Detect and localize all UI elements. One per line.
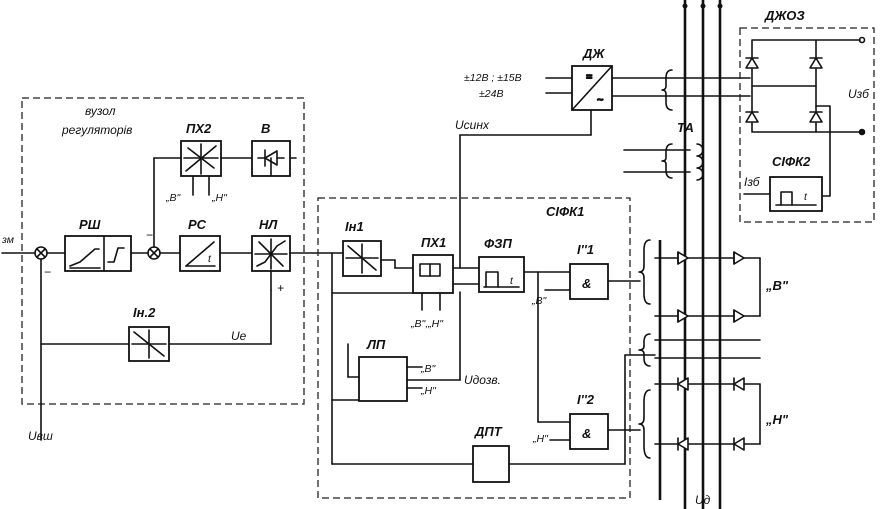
power-supply-label-1: ±12В ; ±15В — [464, 72, 522, 84]
dpt-block — [472, 445, 510, 483]
minus-sign-1: − — [44, 265, 51, 279]
nl-symbol — [254, 238, 288, 270]
i1-v-input: „В" — [531, 295, 548, 307]
px1-vn-inputs: „В",„Н" — [410, 318, 444, 330]
plus-sign: + — [277, 281, 284, 295]
summing-junction-1 — [34, 246, 48, 260]
power-supply-label-2: ±24В — [479, 88, 503, 100]
usync-label: Uсинх — [455, 118, 490, 132]
izb-label: Iзб — [744, 175, 761, 189]
i2-label: I''2 — [577, 392, 595, 407]
dzhoz-label: ДЖОЗ — [764, 8, 805, 23]
rs-symbol — [185, 241, 215, 267]
px1-block — [412, 254, 454, 294]
v-label: В — [261, 121, 270, 136]
px2-v-input: „В" — [165, 192, 182, 204]
uzb-label: Uзб — [848, 87, 870, 101]
summing-junction-2 — [147, 246, 161, 260]
svg-text:t: t — [208, 253, 212, 265]
field-rectifier-bridge — [745, 36, 866, 197]
bridge-n-label: „Н" — [765, 412, 789, 427]
lp-block — [358, 356, 408, 402]
dzh-label: ДЖ — [582, 46, 605, 61]
thyristor-bridge-v — [638, 239, 761, 323]
in1-label: Iн1 — [345, 219, 364, 234]
sifk2-block — [769, 176, 823, 212]
i2-gate — [569, 413, 609, 450]
minus-sign-2: − — [146, 228, 153, 242]
sifk1-frame — [317, 197, 631, 499]
bridge-v-label: „В" — [765, 278, 789, 293]
i1-and-symbol: & — [582, 276, 591, 291]
rs-label: РС — [188, 217, 207, 232]
ta-transformer — [696, 143, 704, 181]
sifk2-label: СІФК2 — [772, 154, 811, 169]
i2-n-input: „Н" — [532, 433, 549, 445]
svg-text:t: t — [804, 191, 808, 203]
px2-symbol — [183, 143, 219, 175]
px1-symbol — [419, 263, 441, 277]
dzh-symbol: =~ — [571, 65, 613, 111]
in1-symbol — [345, 243, 379, 274]
thyristor-bridge-n — [638, 377, 761, 459]
svg-text:t: t — [510, 275, 514, 287]
lp-n-output: „Н" — [420, 385, 437, 397]
dpt-label: ДПТ — [474, 424, 503, 439]
input-zm-label: зм — [1, 234, 14, 246]
ta-label: ТА — [677, 120, 694, 135]
in2-symbol — [131, 329, 167, 359]
i1-label: I''1 — [577, 242, 594, 257]
rsh-label: РШ — [79, 217, 101, 232]
ue-label: Uе — [231, 329, 247, 343]
fzp-label: ФЗП — [484, 236, 513, 251]
regulator-node-frame — [21, 97, 305, 405]
fzp-symbol — [483, 271, 520, 288]
px2-label: ПХ2 — [186, 121, 212, 136]
sifk1-label: СІФК1 — [546, 204, 584, 219]
i2-and-symbol: & — [582, 426, 591, 441]
ud-label: Uд — [695, 493, 711, 507]
dc-link — [638, 333, 761, 367]
nl-label: НЛ — [259, 217, 278, 232]
lp-v-output: „В" — [420, 363, 437, 375]
px2-n-input: „Н" — [211, 192, 228, 204]
lp-label: ЛП — [366, 337, 386, 352]
udoz-label: Uдозв. — [464, 373, 501, 387]
regulator-node-title-2: регуляторів — [61, 123, 132, 137]
rsh-block — [64, 235, 132, 272]
svg-text:~: ~ — [597, 94, 603, 106]
dzhoz-frame — [739, 27, 875, 223]
uvsh-label: Uвш — [28, 429, 53, 443]
px1-label: ПХ1 — [421, 235, 446, 250]
regulator-node-title-1: вузол — [85, 104, 116, 118]
in2-label: Iн.2 — [133, 305, 156, 320]
svg-text:=: = — [586, 71, 592, 83]
